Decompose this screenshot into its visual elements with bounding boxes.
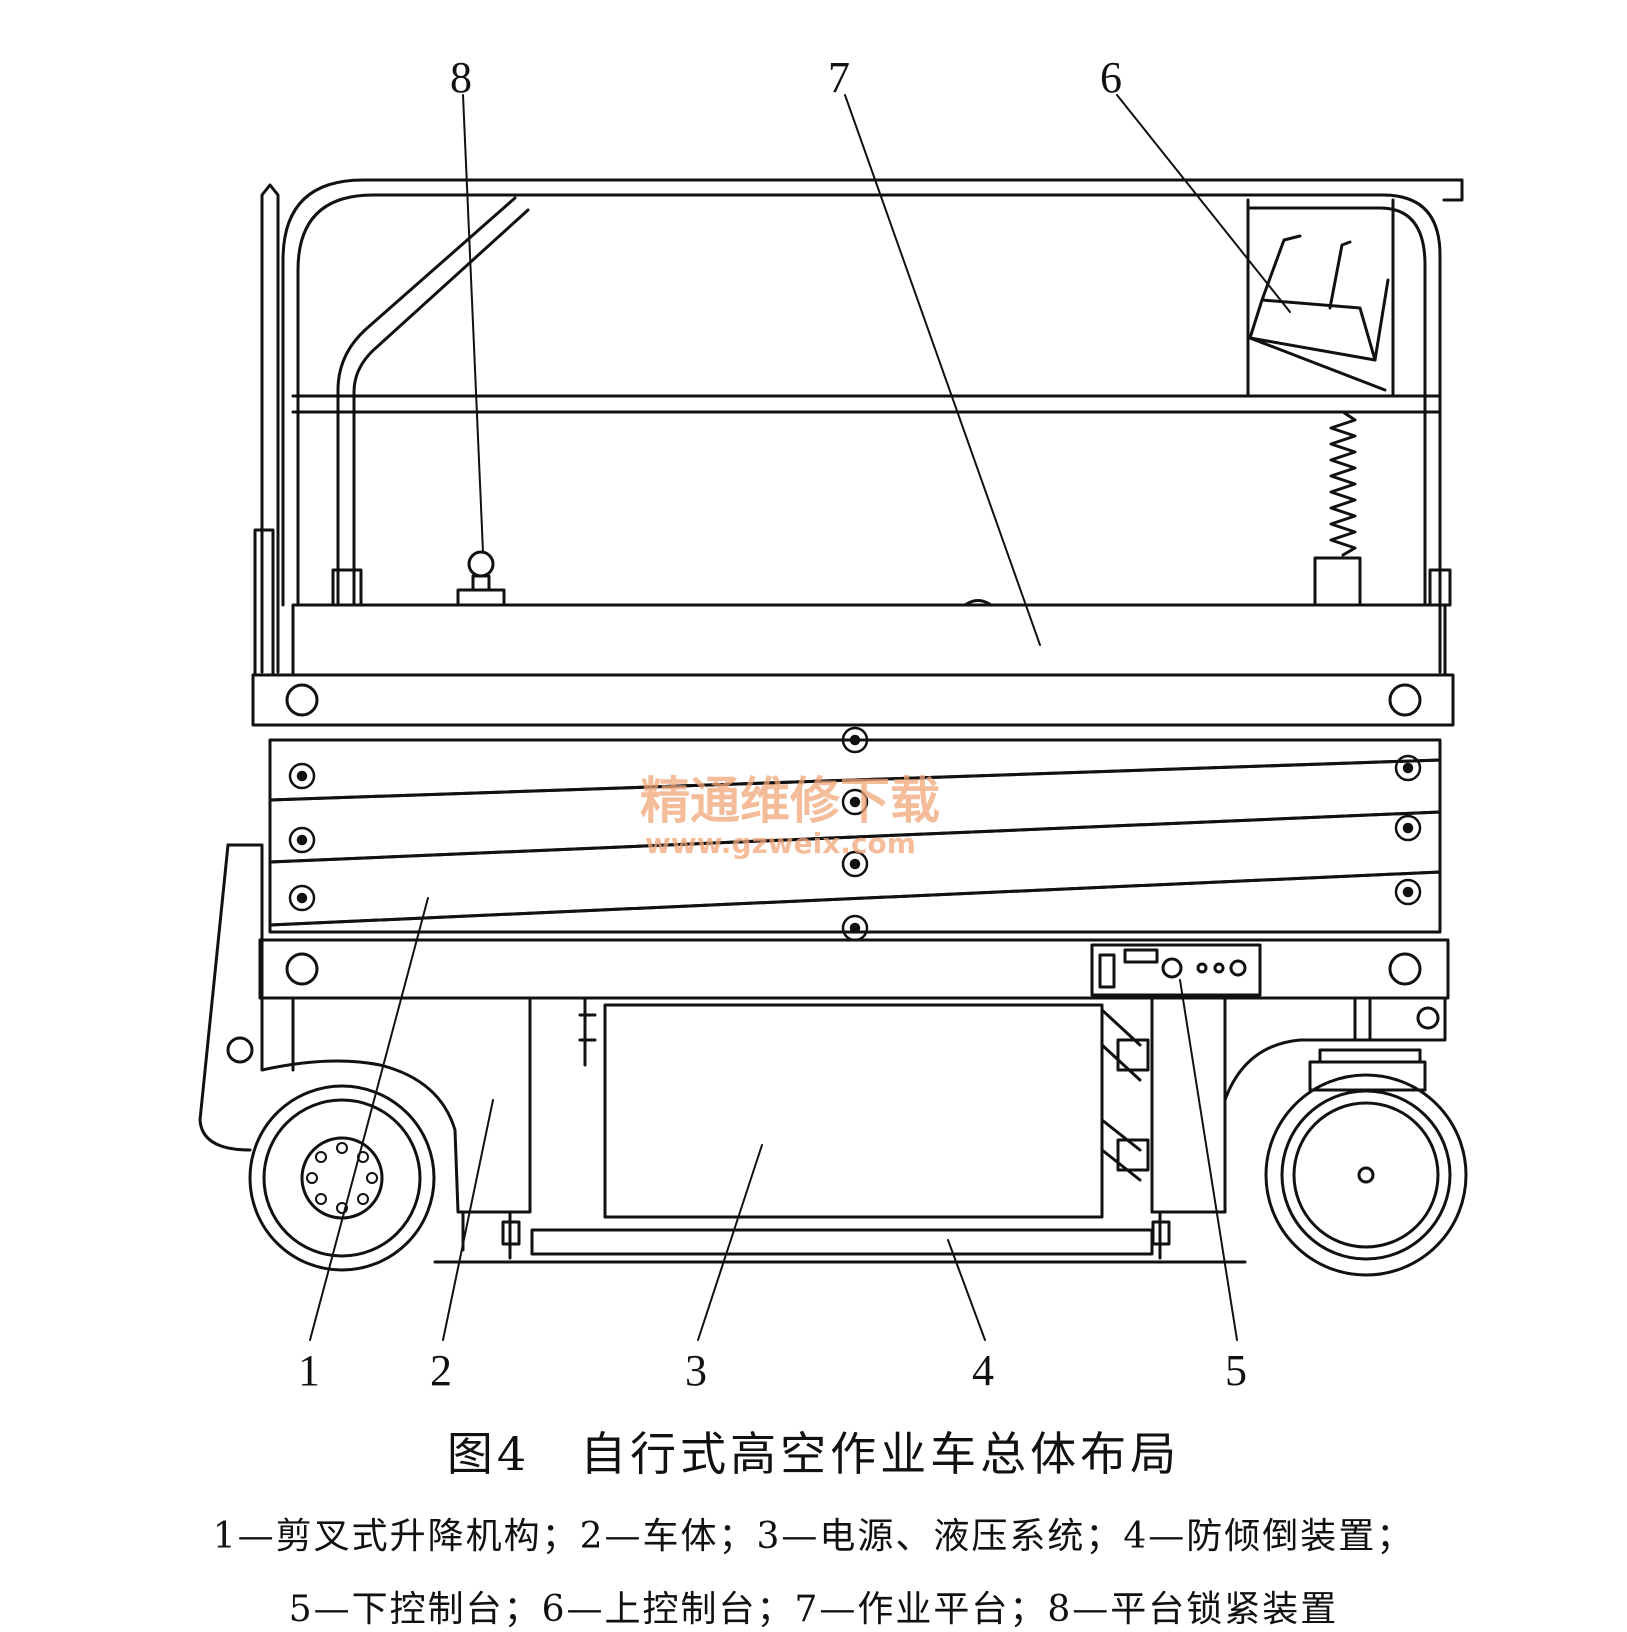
guardrail [253,178,1464,677]
callout-3: 3 [685,1346,707,1395]
watermark-site-name: 精通维修下载 [640,772,940,830]
callout-2: 2 [430,1346,452,1395]
right-wheel [1264,1048,1468,1277]
power-hydraulic-unit [578,996,1150,1219]
figure-caption-title: 图4 自行式高空作业车总体布局 [446,1427,1181,1481]
lower-control-panel [1090,943,1262,997]
callout-labels: 8 7 6 1 2 3 4 5 [298,53,1247,1395]
spring-coil [1313,410,1362,607]
chassis-frame [258,938,1450,1000]
work-platform [251,599,1455,727]
callout-4: 4 [972,1346,994,1395]
callout-1: 1 [298,1346,320,1395]
figure-legend-line-2: 5—下控制台；6—上控制台；7—作业平台；8—平台锁紧装置 [288,1589,1339,1630]
figure-legend-line-1: 1—剪叉式升降机构；2—车体；3—电源、液压系统；4—防倾倒装置； [212,1516,1415,1557]
leader-lines [309,94,1291,1341]
callout-5: 5 [1225,1346,1247,1395]
platform-lock-device [456,550,506,607]
watermark-url: www.gzweix.com [645,827,916,860]
callout-8: 8 [450,53,472,102]
watermark: 精通维修下载 www.gzweix.com [640,772,940,860]
anti-tip-device [433,1210,1247,1264]
callout-6: 6 [1100,53,1122,102]
callout-7: 7 [828,53,850,102]
vehicle-body [198,843,1447,1214]
upper-control-box [1246,198,1395,398]
left-wheel [248,1084,436,1272]
